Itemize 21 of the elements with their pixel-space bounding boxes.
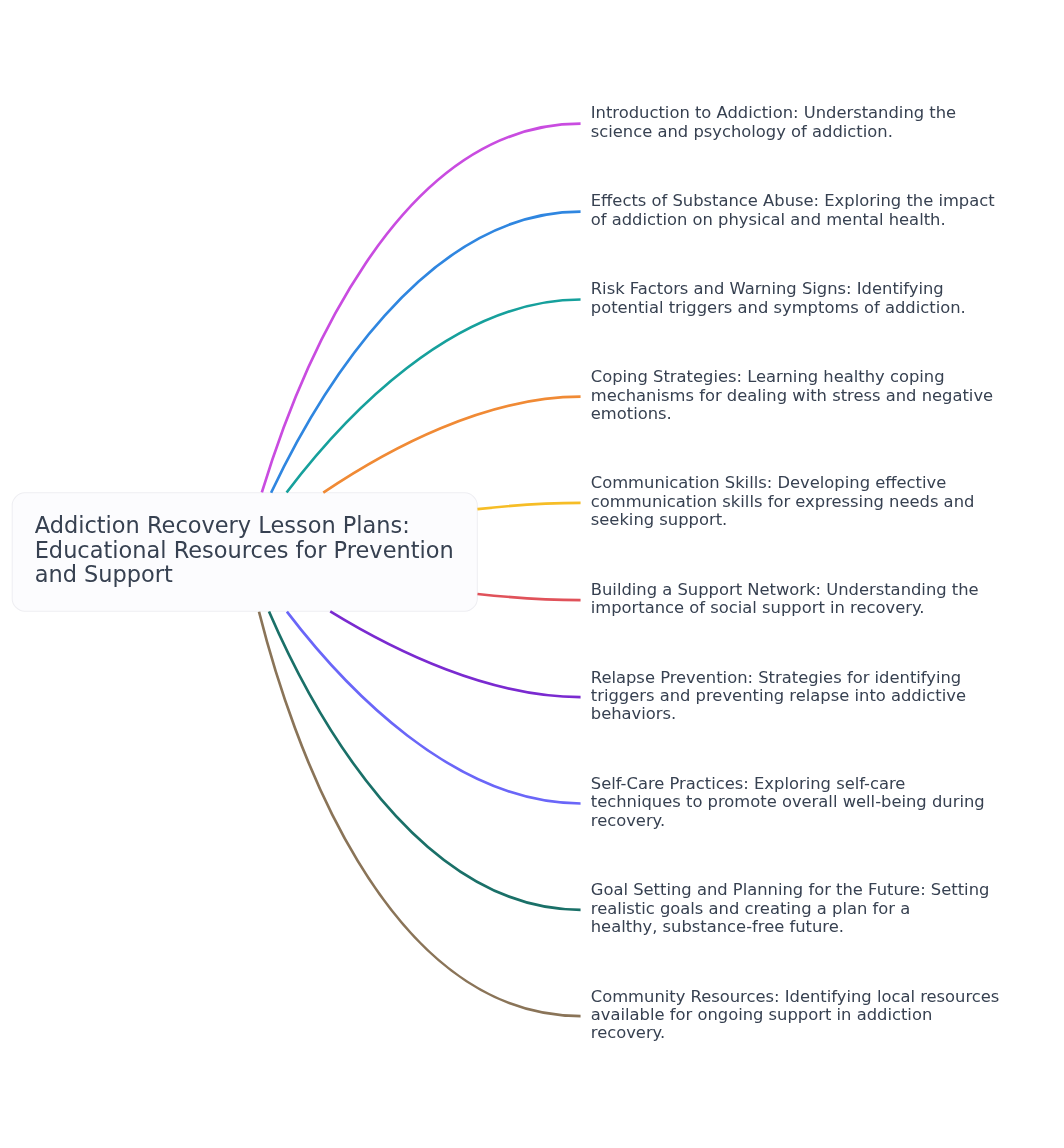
node-text: Communication Skills: Developing effective communication skills for expressing needs and seeking support. xyxy=(590,472,975,529)
connector xyxy=(329,609,581,698)
connector xyxy=(267,610,581,911)
connector xyxy=(477,501,581,510)
node-text: Relapse Prevention: Strategies for identifying triggers and preventing relapse into addictive behaviors. xyxy=(590,667,966,723)
node-text: Effects of Substance Abuse: Exploring the impact of addiction on physical and mental health. xyxy=(590,190,995,229)
connector xyxy=(269,209,581,493)
node-text: Building a Support Network: Understanding the importance of social support in recovery. xyxy=(590,579,979,617)
node-text: Introduction to Addiction: Understanding the science and psychology of addiction. xyxy=(590,102,957,141)
connector xyxy=(322,394,581,494)
connector xyxy=(260,121,581,493)
connector xyxy=(285,610,581,805)
connector xyxy=(285,297,581,493)
node-text: Community Resources: Identifying local resources available for ongoing support in addiction recovery. xyxy=(590,986,1000,1042)
node-box: Addiction Recovery Lesson Plans: Educational Resources for Prevention and Support xyxy=(11,491,478,612)
connector xyxy=(477,592,581,601)
node-text: Coping Strategies: Learning healthy coping mechanisms for dealing with stress and negative emotions. xyxy=(590,366,994,423)
node-text: Goal Setting and Planning for the Future: Setting realistic goals and creating a plan for a healthy, substance-free future. xyxy=(590,879,990,936)
node-text: Self-Care Practices: Exploring self-care techniques to promote overall well-being during recovery. xyxy=(590,773,985,830)
connector xyxy=(257,610,581,1017)
node-text: Risk Factors and Warning Signs: Identifying potential triggers and symptoms of addiction. xyxy=(590,278,966,317)
